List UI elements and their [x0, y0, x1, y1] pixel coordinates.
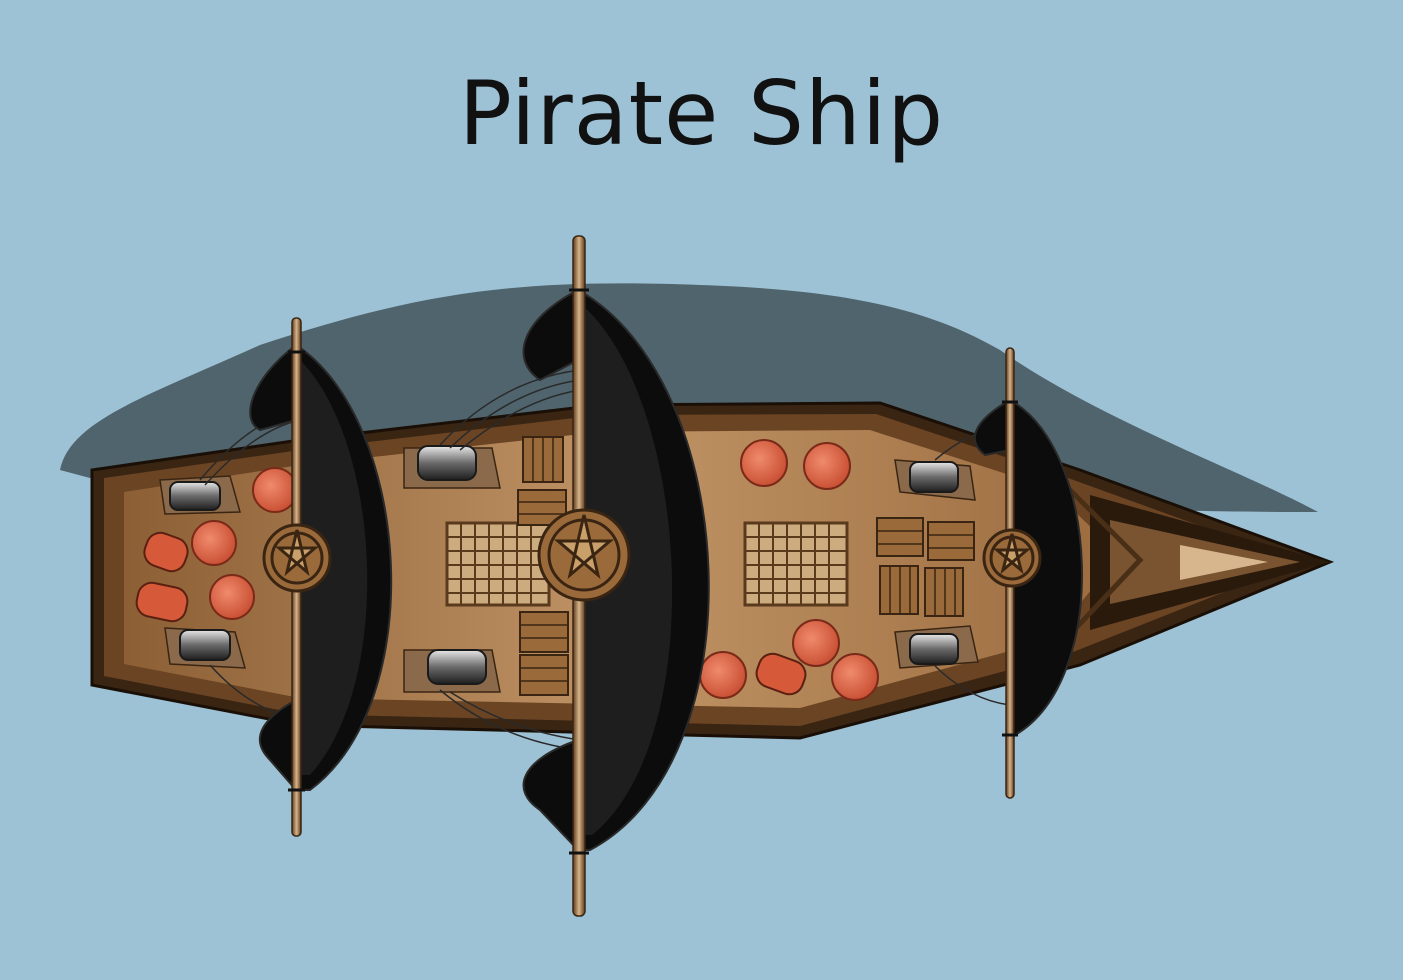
rigging	[199, 369, 1011, 751]
page-title: Pirate Ship	[458, 62, 945, 165]
compass-main	[537, 508, 631, 602]
compass-roses	[262, 508, 1042, 602]
crate-slats	[518, 437, 974, 682]
compass-fore	[982, 528, 1042, 588]
hatch-grid	[447, 523, 847, 605]
barrels	[191, 439, 879, 701]
compass-aft	[262, 523, 332, 593]
mast-bands	[288, 288, 1018, 855]
sail-fore	[1009, 398, 1083, 736]
lying-barrels	[135, 531, 807, 696]
cannons	[159, 445, 979, 693]
